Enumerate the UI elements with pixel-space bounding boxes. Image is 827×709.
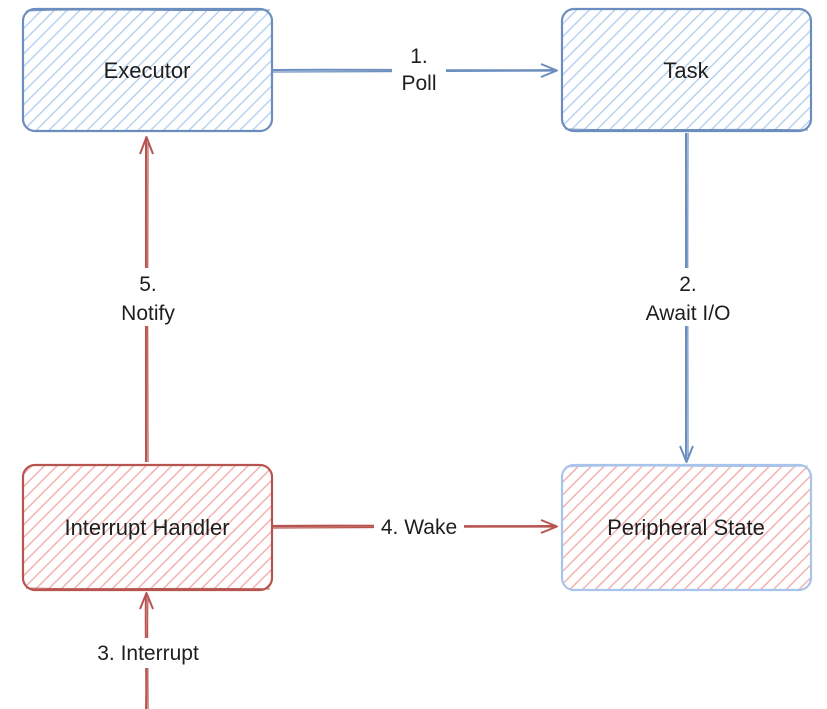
edge-label-await-io-text: Await I/O	[646, 302, 731, 325]
edge-label-poll-text: Poll	[401, 72, 436, 95]
edge-label-bg-await-io	[640, 268, 736, 326]
edge-poll: 1. Poll	[272, 42, 558, 95]
node-interrupt-handler: Interrupt Handler	[21, 463, 274, 592]
arrowhead-poll	[540, 63, 558, 78]
edge-label-interrupt-text: 3. Interrupt	[97, 642, 199, 665]
node-executor-label: Executor	[104, 58, 191, 83]
edge-label-bg-interrupt	[88, 638, 208, 668]
arrowhead-await-io	[679, 445, 694, 463]
node-task: Task	[560, 7, 813, 133]
edge-label-await-io-step: 2.	[679, 273, 697, 296]
node-interrupt-handler-label: Interrupt Handler	[64, 515, 229, 540]
edge-label-bg-poll	[392, 42, 446, 94]
arrowhead-notify	[139, 136, 154, 155]
edge-wake: 4. Wake	[272, 512, 558, 542]
edge-label-bg-wake	[374, 512, 464, 542]
edge-await-io: 2. Await I/O	[640, 132, 736, 463]
node-task-label: Task	[663, 58, 709, 83]
node-peripheral-state-label: Peripheral State	[607, 515, 765, 540]
edge-label-bg-notify	[114, 268, 180, 326]
node-peripheral-state: Peripheral State	[560, 463, 813, 592]
edge-label-notify-text: Notify	[121, 302, 175, 325]
arrowhead-interrupt	[139, 592, 154, 610]
node-executor: Executor	[21, 7, 274, 133]
edge-label-poll-step: 1.	[410, 45, 428, 68]
edge-interrupt: 3. Interrupt	[88, 592, 208, 709]
edge-label-wake-text: 4. Wake	[381, 516, 457, 539]
edge-label-notify-step: 5.	[139, 273, 157, 296]
edge-notify: 5. Notify	[114, 136, 180, 463]
arrowhead-wake	[540, 519, 558, 534]
